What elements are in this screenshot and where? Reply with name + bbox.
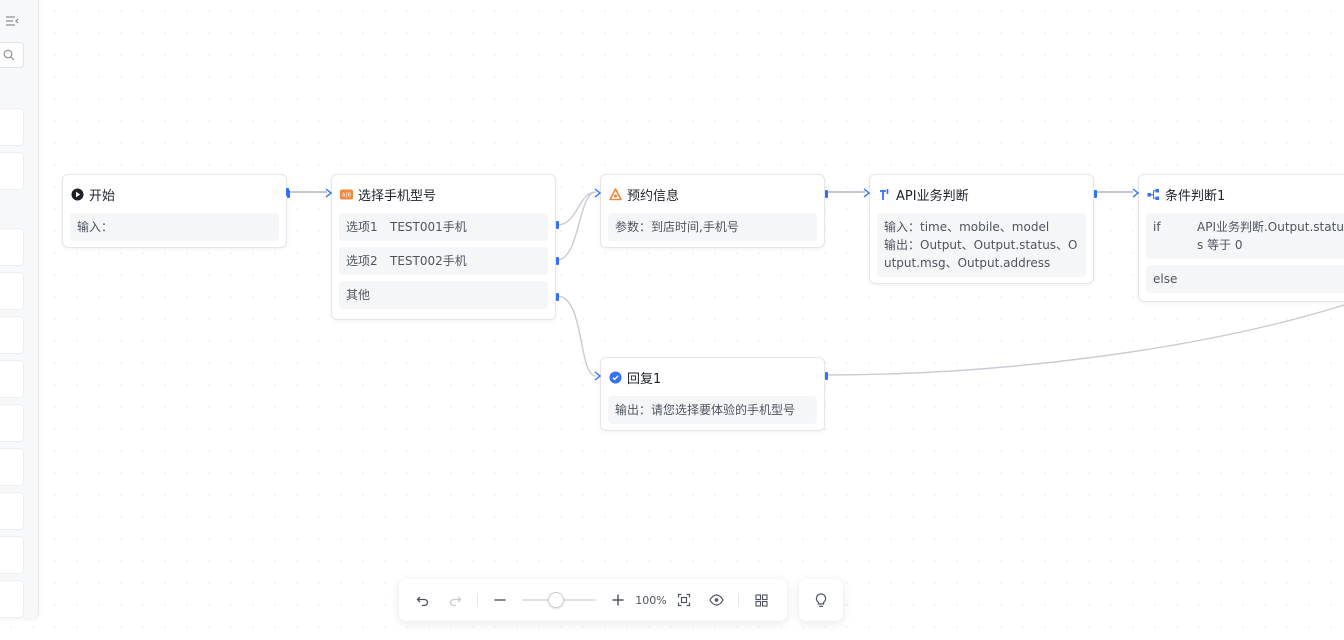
condition-if-row[interactable]: if API业务判断.Output.status 等于 0	[1146, 213, 1344, 259]
option-row-1[interactable]: 选项1 TEST001手机	[339, 213, 548, 241]
input-label: 输入：	[77, 220, 114, 234]
input-arrow-icon	[594, 188, 601, 198]
panel-node-item[interactable]	[0, 152, 24, 190]
panel-node-item[interactable]	[0, 580, 24, 618]
reply-output-row: 输出：请您选择要体验的手机型号	[608, 396, 817, 424]
option-1-port[interactable]	[556, 221, 559, 229]
plus-icon	[612, 594, 624, 606]
ab-choice-icon: A|B	[340, 188, 353, 201]
option-2-port[interactable]	[556, 257, 559, 265]
eye-icon	[708, 594, 724, 606]
fit-view-button[interactable]	[669, 585, 699, 615]
toolbar-divider	[477, 593, 478, 607]
node-title: 回复1	[627, 371, 662, 387]
zoom-slider[interactable]	[522, 592, 596, 608]
layout-button[interactable]	[746, 585, 776, 615]
undo-icon	[416, 596, 429, 607]
reserve-params-row: 参数：到店时间,手机号	[608, 213, 817, 241]
search-icon	[3, 49, 15, 61]
option-label: 选项1	[346, 220, 378, 234]
svg-text:A|B: A|B	[342, 192, 352, 198]
zoom-level: 100%	[635, 593, 667, 607]
panel-node-item[interactable]	[0, 108, 24, 146]
api-input-text: 输入：time、mobile、model	[884, 220, 1050, 234]
panel-node-item[interactable]	[0, 492, 24, 530]
node-title: 开始	[89, 188, 116, 204]
api-judge-node[interactable]: API业务判断 输入：time、mobile、model 输出：Output、O…	[863, 174, 1097, 284]
collapse-panel-icon[interactable]	[3, 12, 21, 30]
minus-icon	[494, 599, 506, 601]
option-row-other[interactable]: 其他	[339, 281, 548, 309]
input-arrow-icon	[863, 188, 870, 198]
left-node-panel	[0, 0, 39, 620]
output-port[interactable]	[825, 190, 828, 198]
option-other-port[interactable]	[556, 293, 559, 301]
panel-node-item[interactable]	[0, 404, 24, 442]
node-title: 预约信息	[627, 188, 680, 204]
redo-icon	[449, 596, 462, 607]
lightbulb-icon	[815, 592, 827, 607]
input-arrow-icon	[325, 188, 332, 198]
reply-output-text: 输出：请您选择要体验的手机型号	[615, 403, 796, 417]
panel-node-item[interactable]	[0, 272, 24, 310]
node-title: API业务判断	[896, 188, 969, 204]
panel-node-item[interactable]	[0, 228, 24, 266]
option-label: 选项2	[346, 254, 378, 268]
panel-node-item[interactable]	[0, 448, 24, 486]
panel-search-button[interactable]	[0, 42, 24, 68]
zoom-in-button[interactable]	[603, 585, 633, 615]
if-condition-text: API业务判断.Output.status 等于 0	[1197, 220, 1344, 252]
tips-button[interactable]	[799, 579, 843, 621]
zoom-slider-thumb[interactable]	[548, 592, 564, 608]
output-port[interactable]	[1094, 190, 1097, 198]
collect-info-icon	[609, 187, 622, 201]
api-output-text: 输出：Output、Output.status、Output.msg、Outpu…	[884, 238, 1078, 270]
condition-else-row[interactable]: else	[1146, 265, 1344, 293]
else-label: else	[1153, 272, 1178, 286]
reply-node[interactable]: 回复1 输出：请您选择要体验的手机型号	[594, 357, 828, 431]
start-node[interactable]: 开始 输入：	[62, 174, 290, 248]
option-value: TEST001手机	[390, 220, 467, 234]
zoom-out-button[interactable]	[485, 585, 515, 615]
option-value: TEST002手机	[390, 254, 467, 268]
toolbar-divider	[738, 593, 739, 607]
play-circle-icon	[71, 188, 84, 201]
start-input-row: 输入：	[70, 213, 279, 241]
input-arrow-icon	[1132, 188, 1139, 198]
input-arrow-icon	[594, 371, 601, 381]
panel-node-item[interactable]	[0, 316, 24, 354]
check-circle-icon	[609, 371, 622, 384]
grid-icon	[754, 593, 768, 607]
redo-button[interactable]	[440, 585, 470, 615]
preview-button[interactable]	[701, 585, 731, 615]
panel-node-item[interactable]	[0, 360, 24, 398]
undo-button[interactable]	[408, 585, 438, 615]
params-text: 参数：到店时间,手机号	[615, 220, 739, 234]
canvas-toolbar: 100%	[399, 579, 787, 621]
fit-view-icon	[677, 593, 691, 607]
option-row-2[interactable]: 选项2 TEST002手机	[339, 247, 548, 275]
if-label: if	[1153, 220, 1161, 234]
option-other-label: 其他	[346, 288, 371, 302]
api-icon	[878, 188, 891, 201]
reserve-info-node[interactable]: 预约信息 参数：到店时间,手机号	[594, 174, 828, 248]
condition-node[interactable]: 条件判断1 if API业务判断.Output.status 等于 0 else	[1132, 174, 1344, 302]
output-port[interactable]	[825, 372, 828, 380]
branch-icon	[1147, 188, 1160, 201]
start-output-port[interactable]	[286, 188, 289, 196]
api-io-row: 输入：time、mobile、model 输出：Output、Output.st…	[877, 213, 1086, 277]
node-title: 条件判断1	[1165, 188, 1226, 204]
choose-phone-node[interactable]: A|B 选择手机型号 选项1 TEST001手机 选项2 TEST002手机 其他	[325, 174, 559, 320]
node-title: 选择手机型号	[358, 188, 437, 204]
panel-node-item[interactable]	[0, 536, 24, 574]
